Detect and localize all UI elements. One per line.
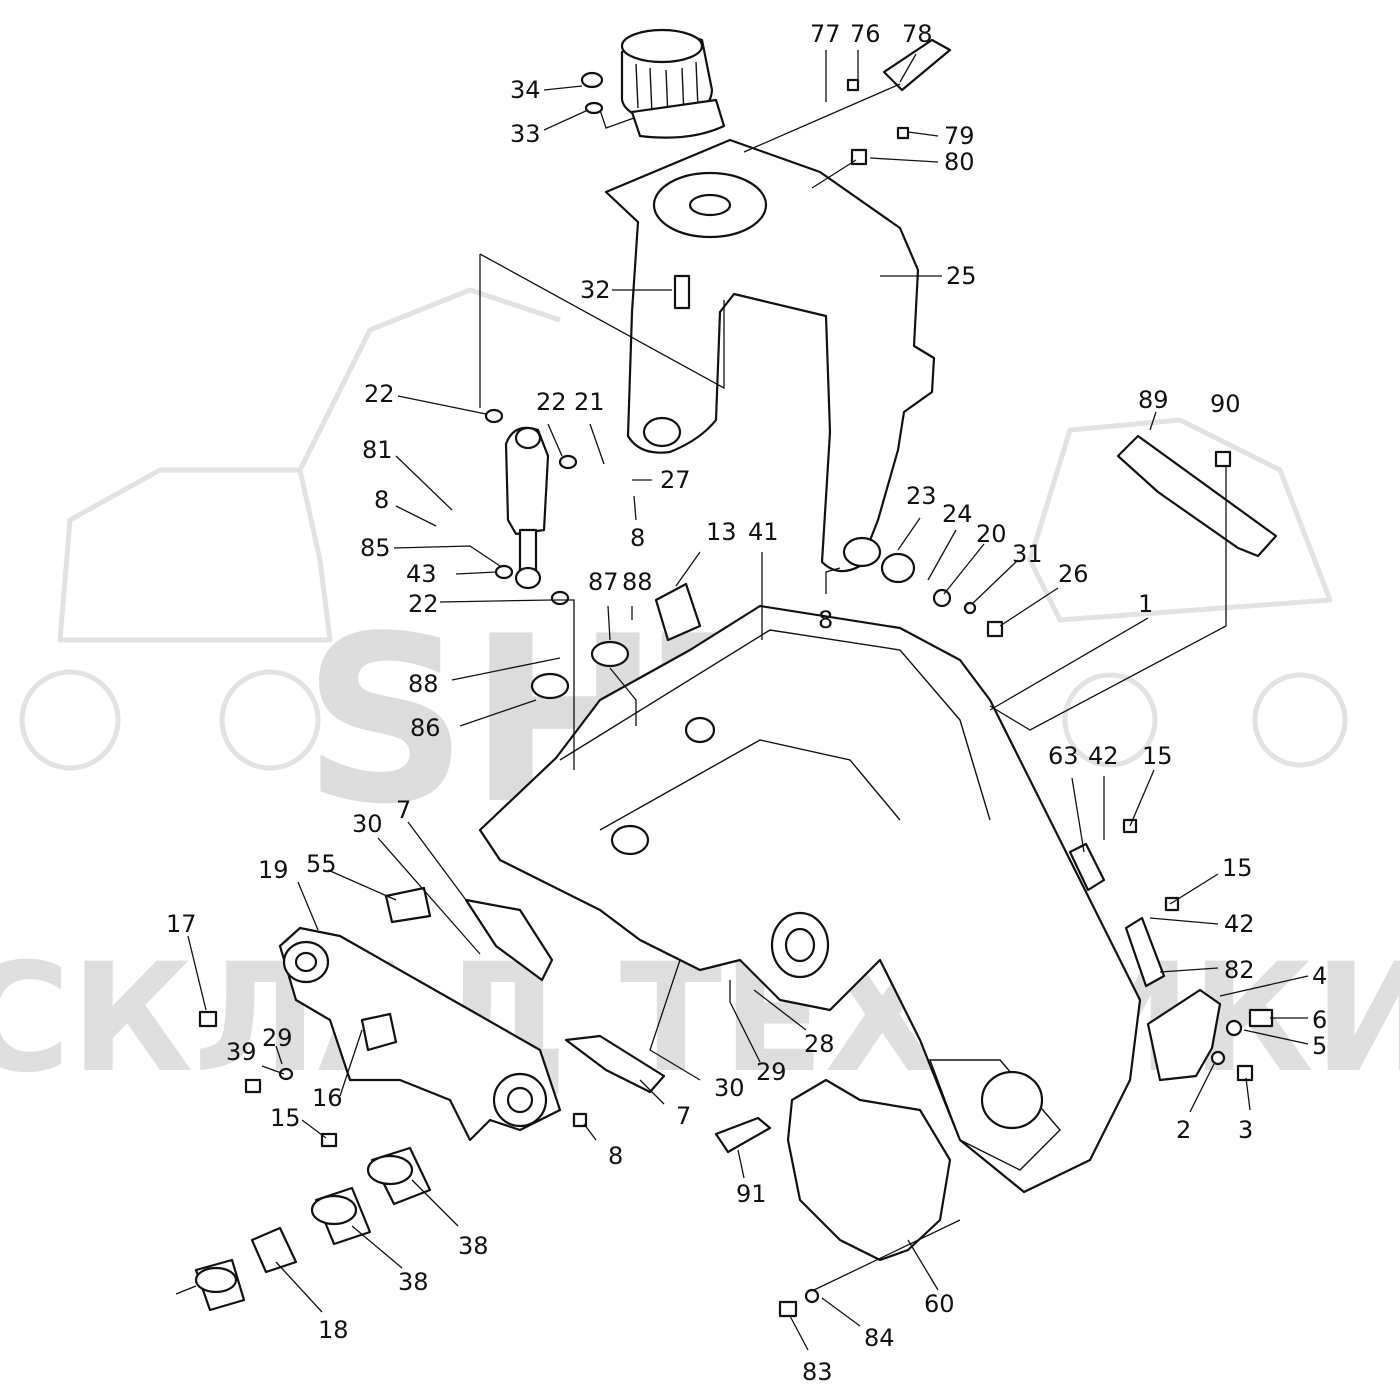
callout-label: 8 xyxy=(630,524,645,552)
callout-label: 15 xyxy=(270,1104,301,1132)
callout-label: 77 xyxy=(810,20,841,48)
callout-label: 29 xyxy=(756,1058,787,1086)
callout-label: 41 xyxy=(748,518,779,546)
callout-label: 4 xyxy=(1312,962,1327,990)
callout-label: 85 xyxy=(360,534,391,562)
callout-label: 23 xyxy=(906,482,937,510)
right-bracket xyxy=(1146,988,1222,1082)
callout-label: 1 xyxy=(1138,590,1153,618)
callout-label: 19 xyxy=(258,856,289,884)
callout-label: 20 xyxy=(976,520,1007,548)
callout-label: 81 xyxy=(362,436,393,464)
callout-label: 88 xyxy=(622,568,653,596)
callout-label: 5 xyxy=(1312,1032,1327,1060)
plate-16 xyxy=(360,1012,398,1052)
callout-label: 18 xyxy=(318,1316,349,1344)
callout-label: 8 xyxy=(374,486,389,514)
callout-label: 21 xyxy=(574,388,605,416)
guard-cover xyxy=(786,1078,952,1262)
callout-label: 15 xyxy=(1142,742,1173,770)
callout-label: 30 xyxy=(714,1074,745,1102)
callout-label: 6 xyxy=(1312,1006,1327,1034)
callout-label: 83 xyxy=(802,1358,833,1386)
cover-plate xyxy=(1116,434,1278,558)
side-bracket xyxy=(278,926,562,1142)
upper-yoke-arm xyxy=(604,138,936,573)
watermark-tractor-left xyxy=(19,287,561,771)
callout-label: 80 xyxy=(944,148,975,176)
callout-label: 60 xyxy=(924,1290,955,1318)
bushings xyxy=(194,1146,432,1312)
callout-label: 63 xyxy=(1048,742,1079,770)
callout-label: 28 xyxy=(804,1030,835,1058)
callout-label: 8 xyxy=(818,606,833,634)
callout-label: 55 xyxy=(306,850,337,878)
callout-label: 32 xyxy=(580,276,611,304)
callout-label: 22 xyxy=(408,590,439,618)
callout-label: 7 xyxy=(396,796,411,824)
callout-label: 29 xyxy=(262,1024,293,1052)
callout-label: 87 xyxy=(588,568,619,596)
callout-label: 84 xyxy=(864,1324,895,1352)
callout-label: 89 xyxy=(1138,386,1169,414)
callout-label: 2 xyxy=(1176,1116,1191,1144)
callout-label: 31 xyxy=(1012,540,1043,568)
callout-label: 76 xyxy=(850,20,881,48)
plate-7b xyxy=(564,1034,666,1094)
callout-label: 3 xyxy=(1238,1116,1253,1144)
callout-label: 16 xyxy=(312,1084,343,1112)
callout-label: 91 xyxy=(736,1180,767,1208)
callout-label: 22 xyxy=(364,380,395,408)
leader-lines xyxy=(175,50,1309,1351)
callout-label: 26 xyxy=(1058,560,1089,588)
callout-label: 8 xyxy=(608,1142,623,1170)
main-frame xyxy=(478,604,1142,1194)
callout-label: 79 xyxy=(944,122,975,150)
plate-13 xyxy=(654,582,702,642)
plate-82 xyxy=(1124,916,1166,988)
tag-78 xyxy=(882,38,952,92)
callout-label: 33 xyxy=(510,120,541,148)
callout-label: 42 xyxy=(1224,910,1255,938)
callout-label: 24 xyxy=(942,500,973,528)
callout-label: 43 xyxy=(406,560,437,588)
pin xyxy=(714,1116,772,1154)
callout-label: 86 xyxy=(410,714,441,742)
callout-label: 17 xyxy=(166,910,197,938)
callout-label: 7 xyxy=(676,1102,691,1130)
callout-label: 88 xyxy=(408,670,439,698)
callout-label: 27 xyxy=(660,466,691,494)
callout-label: 25 xyxy=(946,262,977,290)
callout-label: 13 xyxy=(706,518,737,546)
callout-label: 90 xyxy=(1210,390,1241,418)
plate-63 xyxy=(1068,842,1106,892)
callout-label: 42 xyxy=(1088,742,1119,770)
plate-7a xyxy=(464,898,554,982)
callout-label: 38 xyxy=(398,1268,429,1296)
callout-label: 78 xyxy=(902,20,933,48)
callout-label: 15 xyxy=(1222,854,1253,882)
callout-label: 82 xyxy=(1224,956,1255,984)
filter-cap xyxy=(620,28,726,139)
callout-label: 22 xyxy=(536,388,567,416)
callout-label: 34 xyxy=(510,76,541,104)
callout-label: 39 xyxy=(226,1038,257,1066)
hydraulic-cylinder xyxy=(504,426,550,590)
callout-labels: 34 33 77 76 78 79 80 25 32 22 22 21 27 8… xyxy=(166,20,1327,1386)
callout-label: 30 xyxy=(352,810,383,838)
callout-label: 38 xyxy=(458,1232,489,1260)
plate-55 xyxy=(384,886,432,924)
watermark-tractor-right xyxy=(1027,417,1348,768)
